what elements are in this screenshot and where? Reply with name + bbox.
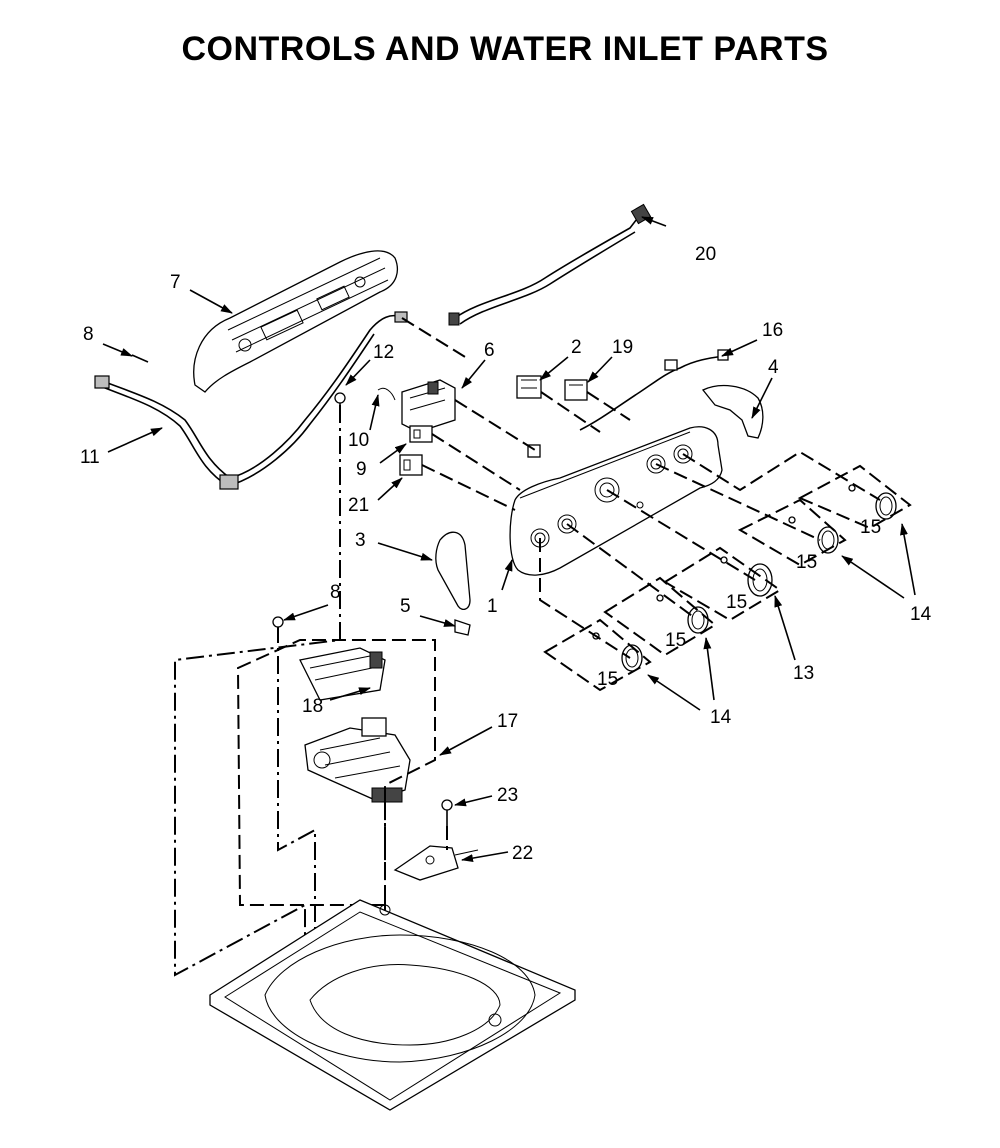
wire-harness-part [448,203,652,326]
callout-22: 22 [512,843,533,864]
callout-2: 2 [571,337,582,358]
callout-20: 20 [695,244,716,265]
callout-8-lower: 8 [330,582,341,603]
callout-9: 9 [356,459,367,480]
inlet-hose-part [94,311,408,490]
callout-15-c: 15 [726,592,747,613]
callout-7: 7 [170,272,181,293]
knob-alignment-lines [539,450,912,692]
leader-arrows [102,216,916,863]
hose-routing-line [174,405,341,977]
callout-labels: 20 7 8 12 6 2 19 16 4 10 11 9 21 3 1 5 8… [80,244,932,864]
bracket-4-part [701,384,764,439]
callout-4: 4 [768,357,779,378]
board-alignment-lines [401,317,631,511]
knob-left-upper [656,594,709,634]
callout-5: 5 [400,596,411,617]
diagram-title: CONTROLS AND WATER INLET PARTS [181,30,829,68]
bracket-22-part [393,845,479,881]
callout-15-e: 15 [597,669,618,690]
switch-2-part [516,375,542,399]
callout-8-upper: 8 [83,324,94,345]
callout-12: 12 [373,342,394,363]
switch-19-part [564,379,588,401]
callout-21: 21 [348,495,369,516]
washer-top-cover [209,899,576,1111]
callout-3: 3 [355,530,366,551]
callout-15-b: 15 [796,552,817,573]
wire-16-part [579,355,725,431]
wire-10-part [377,387,396,401]
callout-16: 16 [762,320,783,341]
valve-group-outline [236,639,436,906]
switch-9-part [409,425,433,443]
connector-16-part [664,359,678,371]
valve-18-part [299,647,386,701]
callout-18: 18 [302,696,323,717]
control-board-part [401,379,456,433]
console-panel-part [193,250,398,393]
callout-23: 23 [497,785,518,806]
console-1-part [509,426,723,576]
callout-10: 10 [348,430,369,451]
callout-17: 17 [497,711,518,732]
water-valve-17-part [304,717,411,803]
callout-13: 13 [793,663,814,684]
knob-upper-right [848,484,897,520]
callout-1: 1 [487,596,498,617]
bracket-3-part [435,531,471,611]
callout-6: 6 [484,340,495,361]
callout-14-right: 14 [910,604,932,625]
screw-8-lower-part [272,616,284,640]
screw-8-upper-part [131,354,149,363]
callout-14-left: 14 [710,707,732,728]
callout-11: 11 [80,447,100,468]
clip-5-part [454,619,471,636]
screw-23-part [441,799,453,826]
callout-15-d: 15 [665,630,686,651]
callout-19: 19 [612,337,633,358]
callout-15-a: 15 [860,517,881,538]
switch-21-part [399,454,423,476]
